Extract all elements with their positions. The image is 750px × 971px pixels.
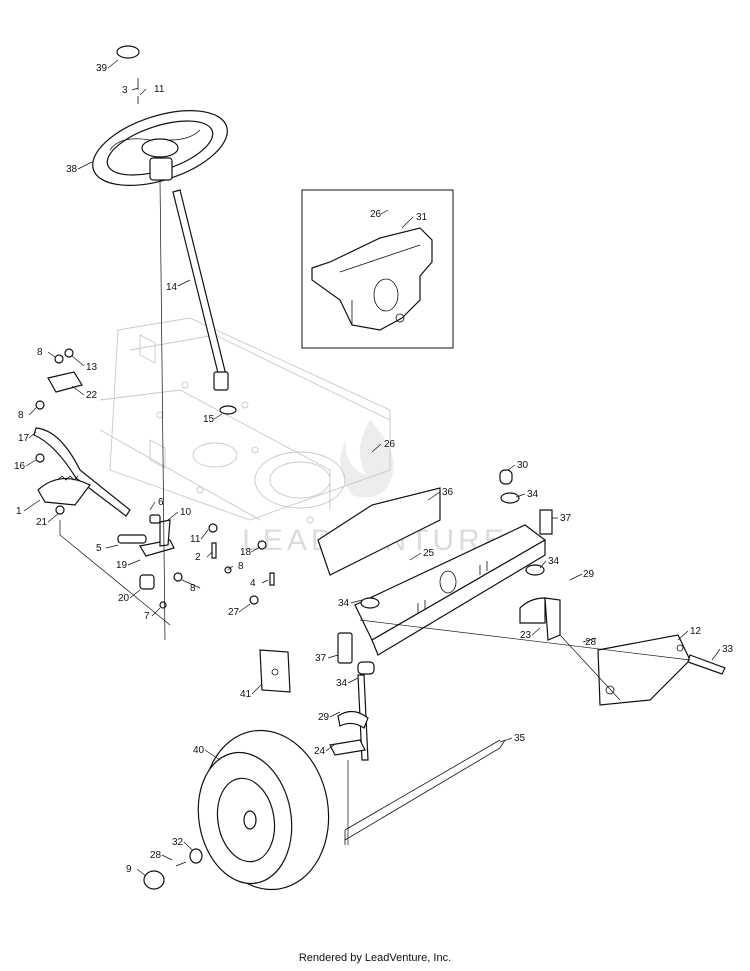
callout-29: 29 [318, 712, 330, 723]
callout-13: 13 [86, 362, 98, 373]
callout-7: 7 [144, 611, 150, 622]
callout-33: 33 [722, 644, 734, 655]
callout-6: 6 [158, 497, 164, 508]
callout-37: 37 [560, 513, 572, 524]
callout-20: 20 [118, 593, 130, 604]
callout-38: 38 [66, 164, 78, 175]
callout-34: 34 [548, 556, 560, 567]
callout-8: 8 [18, 410, 24, 421]
callout-34: 34 [338, 598, 350, 609]
callout-11: 11 [190, 534, 201, 545]
callout-8: 8 [238, 561, 244, 572]
callout-25: 25 [423, 548, 435, 559]
callout-24: 24 [314, 746, 326, 757]
frame-ghost [99, 317, 391, 524]
callout-pointers [23, 59, 721, 877]
callout-5: 5 [96, 543, 102, 554]
callout-15: 15 [203, 414, 215, 425]
callout-28: 28 [585, 637, 597, 648]
callout-16: 16 [14, 461, 26, 472]
callout-labels: 39 3 11 38 14 26 31 8 13 22 8 15 17 16 1… [14, 63, 734, 875]
callout-8: 8 [37, 347, 43, 358]
callout-18: 18 [240, 547, 252, 558]
steering-shaft [172, 189, 237, 415]
callout-14: 14 [166, 282, 178, 293]
callout-32: 32 [172, 837, 184, 848]
callout-41: 41 [240, 689, 252, 700]
steering-gear-assembly [33, 348, 275, 609]
callout-28: 28 [150, 850, 162, 861]
steering-wheel [92, 45, 228, 186]
callout-11: 11 [154, 84, 165, 95]
watermark-logo [340, 420, 394, 498]
callout-39: 39 [96, 63, 108, 74]
callout-10: 10 [180, 507, 192, 518]
callout-34: 34 [336, 678, 348, 689]
callout-3: 3 [122, 85, 128, 96]
callout-36: 36 [442, 487, 454, 498]
callout-31: 31 [416, 212, 428, 223]
inset-panel [301, 189, 454, 349]
callout-22: 22 [86, 390, 98, 401]
callout-12: 12 [690, 626, 702, 637]
footer-credit: Rendered by LeadVenture, Inc. [298, 952, 452, 964]
callout-8: 8 [190, 583, 196, 594]
callout-37: 37 [315, 653, 327, 664]
callout-26: 26 [384, 439, 396, 450]
callout-35: 35 [514, 733, 526, 744]
leader-lines [59, 179, 691, 845]
callout-1: 1 [16, 506, 22, 517]
front-wheel [143, 729, 330, 891]
callout-23: 23 [520, 630, 532, 641]
callout-29: 29 [583, 569, 595, 580]
callout-9: 9 [126, 864, 132, 875]
callout-17: 17 [18, 433, 30, 444]
callout-21: 21 [36, 517, 48, 528]
callout-19: 19 [116, 560, 128, 571]
front-axle-assembly [317, 469, 726, 845]
callout-34: 34 [527, 489, 539, 500]
callout-40: 40 [193, 745, 205, 756]
callout-4: 4 [250, 578, 256, 589]
callout-2: 2 [195, 552, 201, 563]
callout-26: 26 [370, 209, 382, 220]
callout-30: 30 [517, 460, 529, 471]
bracket-41 [259, 649, 291, 693]
callout-27: 27 [228, 607, 240, 618]
